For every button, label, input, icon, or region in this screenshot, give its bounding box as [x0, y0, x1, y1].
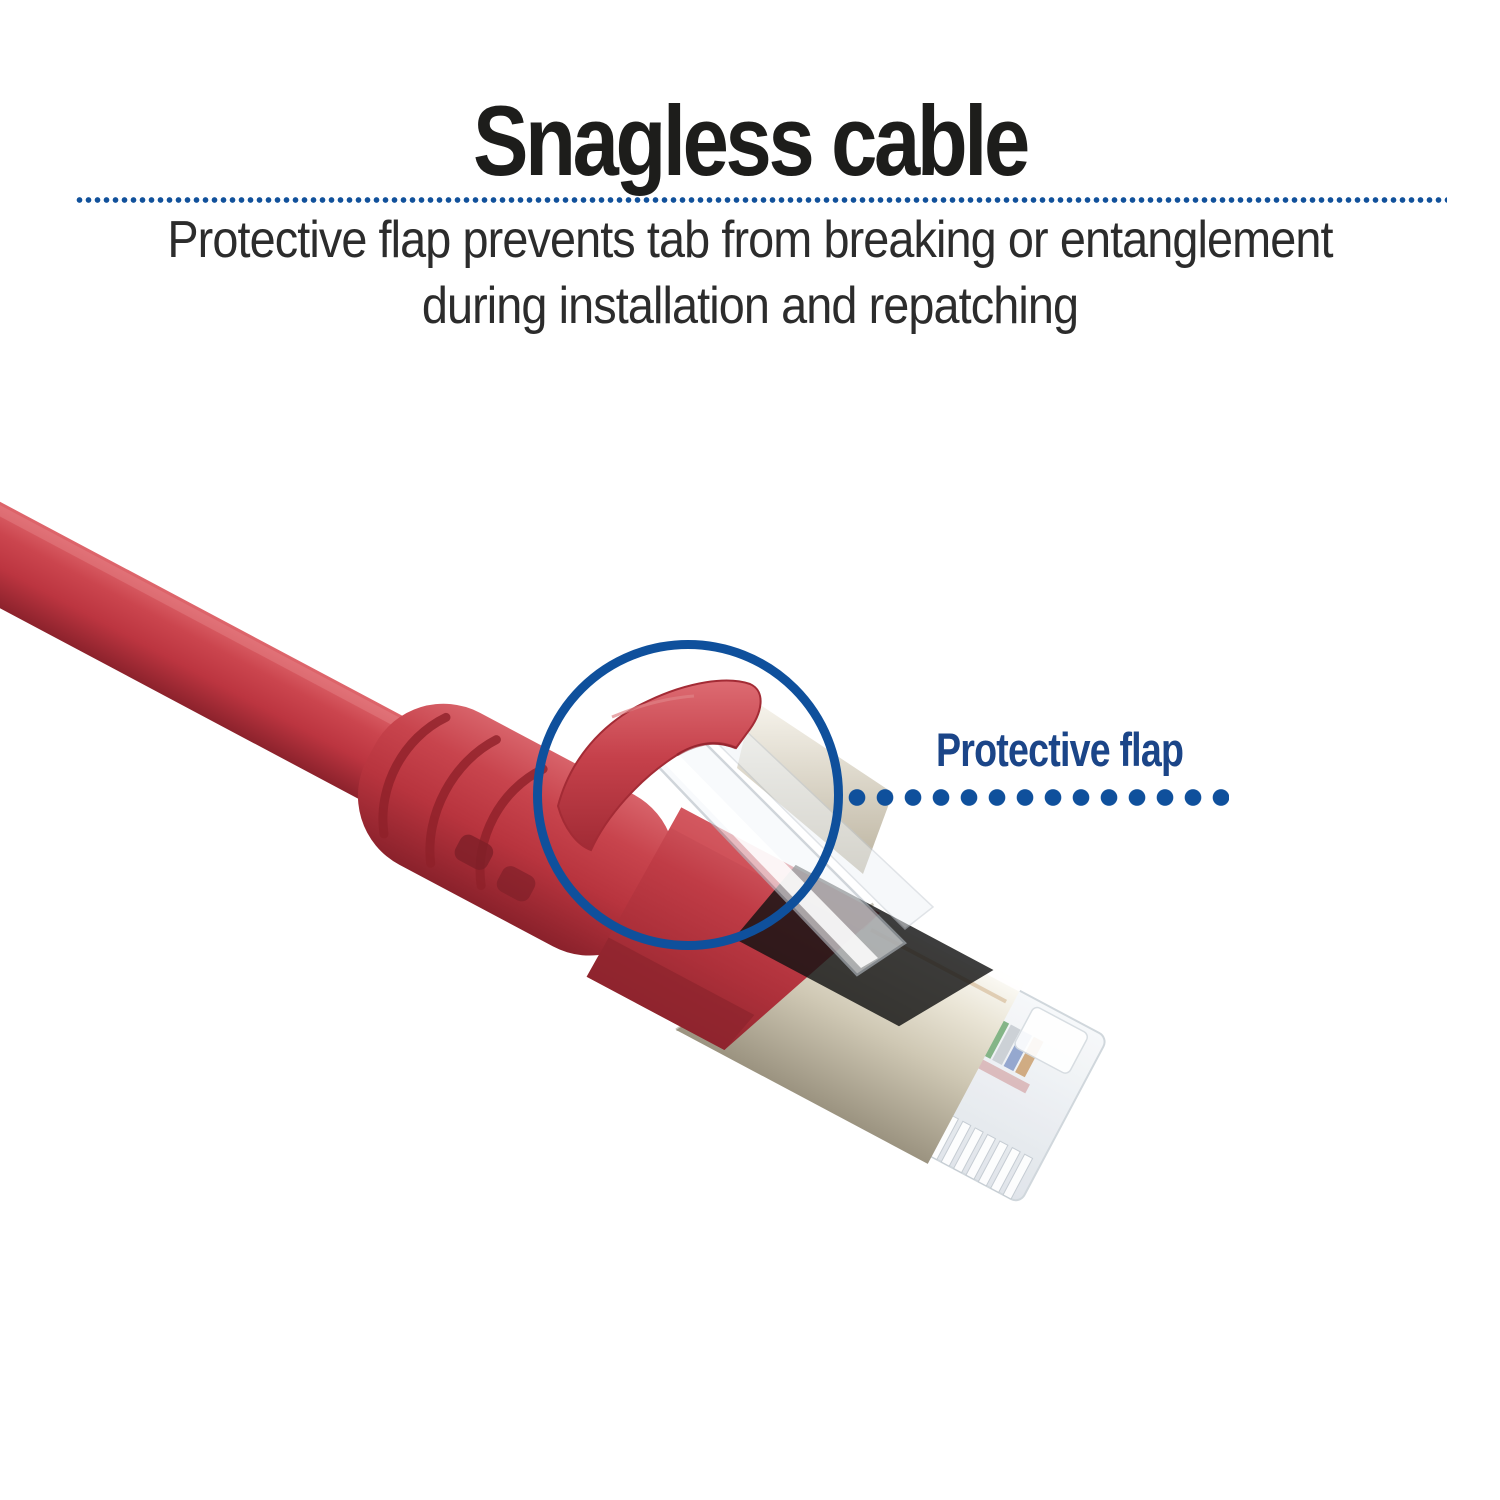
contact-teeth	[928, 1114, 1034, 1200]
highlight-circle	[533, 640, 843, 950]
cable	[0, 487, 492, 839]
subtitle-line-2: during installation and repatching	[421, 277, 1079, 335]
dotted-separator	[75, 197, 1447, 203]
page-title: Snagless cable	[473, 85, 1030, 196]
dotted-leader-line	[843, 789, 1229, 806]
callout-label: Protective flap	[936, 723, 1184, 776]
subtitle-line-1: Protective flap prevents tab from breaki…	[167, 211, 1333, 269]
subtitle: Protective flap prevents tab from breaki…	[75, 207, 1425, 339]
